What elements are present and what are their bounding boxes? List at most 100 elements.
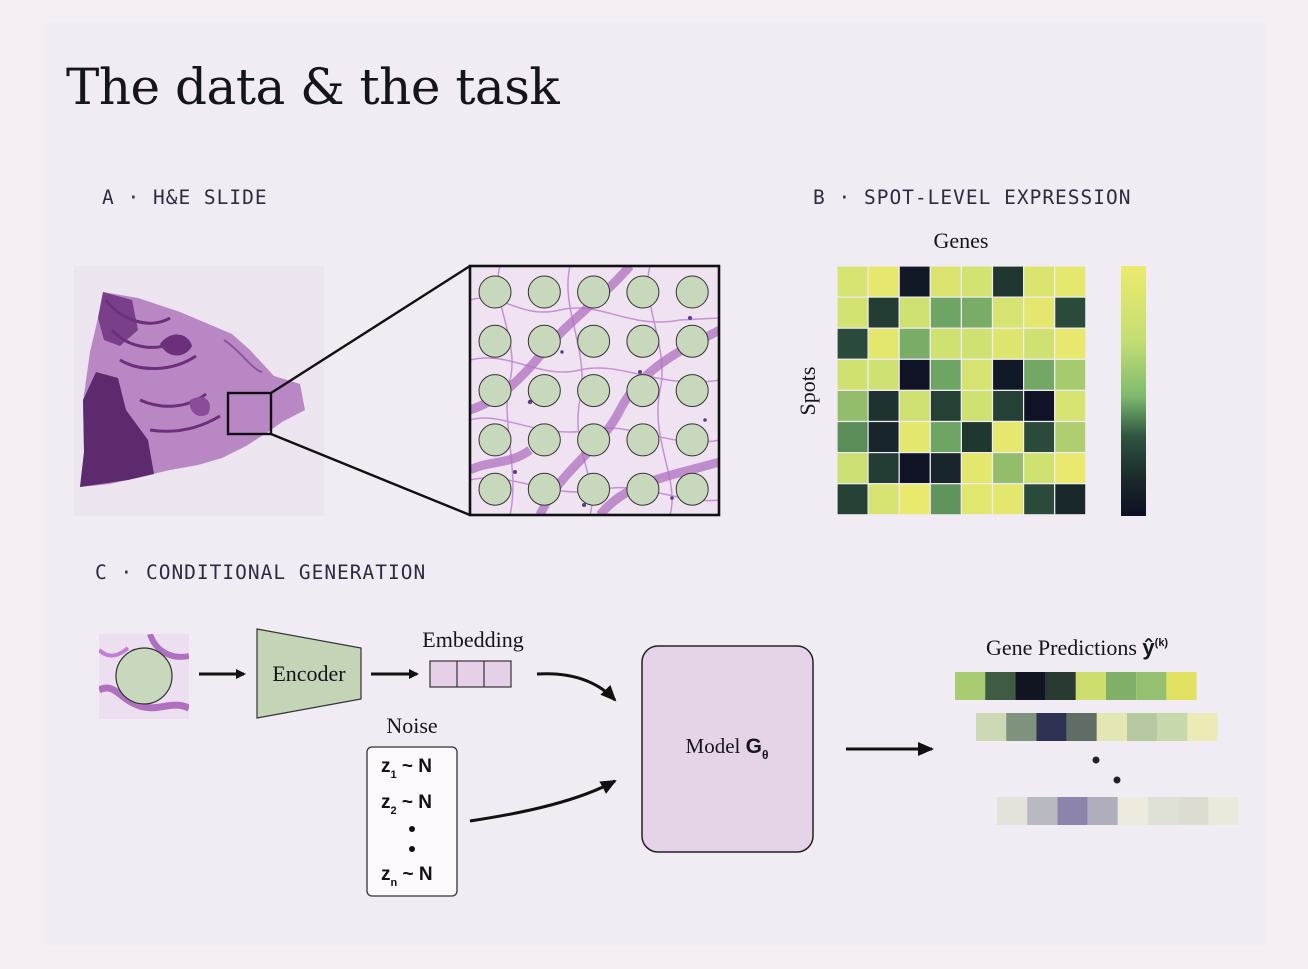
section-c-label: C · CONDITIONAL GENERATION xyxy=(95,561,427,584)
heatmap-cell xyxy=(960,327,994,360)
section-a-label: A · H&E SLIDE xyxy=(102,186,268,209)
tissue-spot xyxy=(577,324,611,358)
noise-ellipsis-dot xyxy=(409,826,415,832)
heatmap-cell xyxy=(929,483,962,516)
heatmap-cell xyxy=(867,358,900,391)
heatmap-col-label: Genes xyxy=(934,228,989,253)
he-slide-thumbnail xyxy=(74,264,471,517)
heatmap-cell xyxy=(1054,296,1087,329)
prediction-cell xyxy=(1117,797,1148,825)
prediction-cell xyxy=(1066,713,1097,741)
prediction-cell xyxy=(1127,713,1158,741)
heatmap-cell xyxy=(960,420,994,454)
heatmap-cell xyxy=(1054,327,1087,360)
section-b-label: B · SPOT-LEVEL EXPRESSION xyxy=(813,186,1132,209)
tissue-spot xyxy=(626,324,660,358)
prediction-cell xyxy=(1036,713,1067,741)
prediction-cell xyxy=(1148,797,1179,825)
heatmap-cell xyxy=(991,389,1025,423)
heatmap-cell xyxy=(867,265,900,298)
prediction-cell xyxy=(1075,672,1106,700)
noise-label: Noise xyxy=(386,713,437,738)
tissue-spot xyxy=(675,324,709,358)
heatmap-cell xyxy=(1022,296,1056,329)
expression-heatmap xyxy=(836,265,1087,516)
heatmap-cell xyxy=(1022,327,1056,360)
input-spot xyxy=(115,647,173,705)
prediction-cell xyxy=(1208,797,1239,825)
tissue-spot xyxy=(626,423,660,457)
heatmap-cell xyxy=(960,296,994,329)
arrow-embedding-to-model xyxy=(536,672,617,702)
heatmap-cell xyxy=(929,296,962,329)
tissue-spot xyxy=(478,472,512,506)
heatmap-cell xyxy=(836,358,869,391)
heatmap-cell xyxy=(991,265,1025,298)
arrow-noise-to-model xyxy=(469,779,617,823)
tissue-spot xyxy=(527,374,561,408)
heatmap-cell xyxy=(929,389,962,423)
heatmap-cell xyxy=(867,389,900,423)
tissue-spot xyxy=(527,275,561,309)
heatmap-cell xyxy=(836,265,869,298)
heatmap-cell xyxy=(991,327,1025,360)
heatmap-cell xyxy=(960,483,994,516)
model-label: Model Gθ xyxy=(686,734,769,762)
heatmap-cell xyxy=(898,327,931,360)
prediction-cell xyxy=(1045,672,1076,700)
prediction-cell xyxy=(1157,713,1188,741)
encoder-block xyxy=(256,628,362,719)
predictions-ellipsis-dot xyxy=(1092,756,1100,764)
heatmap-cell xyxy=(929,420,962,454)
tissue-spot xyxy=(478,374,512,408)
tissue-spot xyxy=(675,472,709,506)
tissue-spot xyxy=(478,324,512,358)
noise-ellipsis-dot xyxy=(409,846,415,852)
prediction-cell xyxy=(1106,672,1137,700)
tissue-spot xyxy=(478,275,512,309)
prediction-cell xyxy=(1015,672,1046,700)
heatmap-cell xyxy=(1054,483,1087,516)
page-title: The data & the task xyxy=(66,58,560,116)
heatmap-cell xyxy=(929,358,962,391)
heatmap-cell xyxy=(991,358,1025,391)
zoom-frame xyxy=(468,264,721,517)
heatmap-cell xyxy=(898,483,931,516)
heatmap-cell xyxy=(898,358,931,391)
heatmap-cell xyxy=(1022,452,1056,485)
prediction-cell xyxy=(1187,713,1218,741)
prediction-cell xyxy=(985,672,1016,700)
tissue-spot xyxy=(527,472,561,506)
heatmap-cell xyxy=(836,420,869,454)
prediction-cell xyxy=(1178,797,1209,825)
heatmap-cell xyxy=(929,452,962,485)
zoomed-tissue xyxy=(470,266,719,515)
embedding-vector xyxy=(429,660,512,688)
prediction-cell xyxy=(1027,797,1058,825)
tissue-spot xyxy=(675,275,709,309)
heatmap-cell xyxy=(991,452,1025,485)
tissue-spot xyxy=(675,374,709,408)
heatmap-cell xyxy=(1054,420,1087,454)
input-patch xyxy=(99,634,189,719)
heatmap-cell xyxy=(929,327,962,360)
heatmap-colorbar xyxy=(1121,266,1146,516)
noise-item-n: zn ~ N xyxy=(381,864,433,889)
prediction-cell xyxy=(1096,713,1127,741)
tissue-spot xyxy=(675,423,709,457)
heatmap-cell xyxy=(836,483,869,516)
heatmap-cell xyxy=(1054,389,1087,423)
tissue-spot xyxy=(527,423,561,457)
zoom-region-box xyxy=(226,391,273,436)
tissue-spot xyxy=(527,324,561,358)
prediction-cell xyxy=(1006,713,1037,741)
heatmap-cell xyxy=(898,296,931,329)
heatmap-cell xyxy=(1054,452,1087,485)
heatmap-cell xyxy=(1022,389,1056,423)
prediction-rows xyxy=(955,672,1239,825)
heatmap-cell xyxy=(867,420,900,454)
prediction-cell xyxy=(1136,672,1167,700)
tissue-spot xyxy=(478,423,512,457)
encoder-label: Encoder xyxy=(272,661,346,686)
